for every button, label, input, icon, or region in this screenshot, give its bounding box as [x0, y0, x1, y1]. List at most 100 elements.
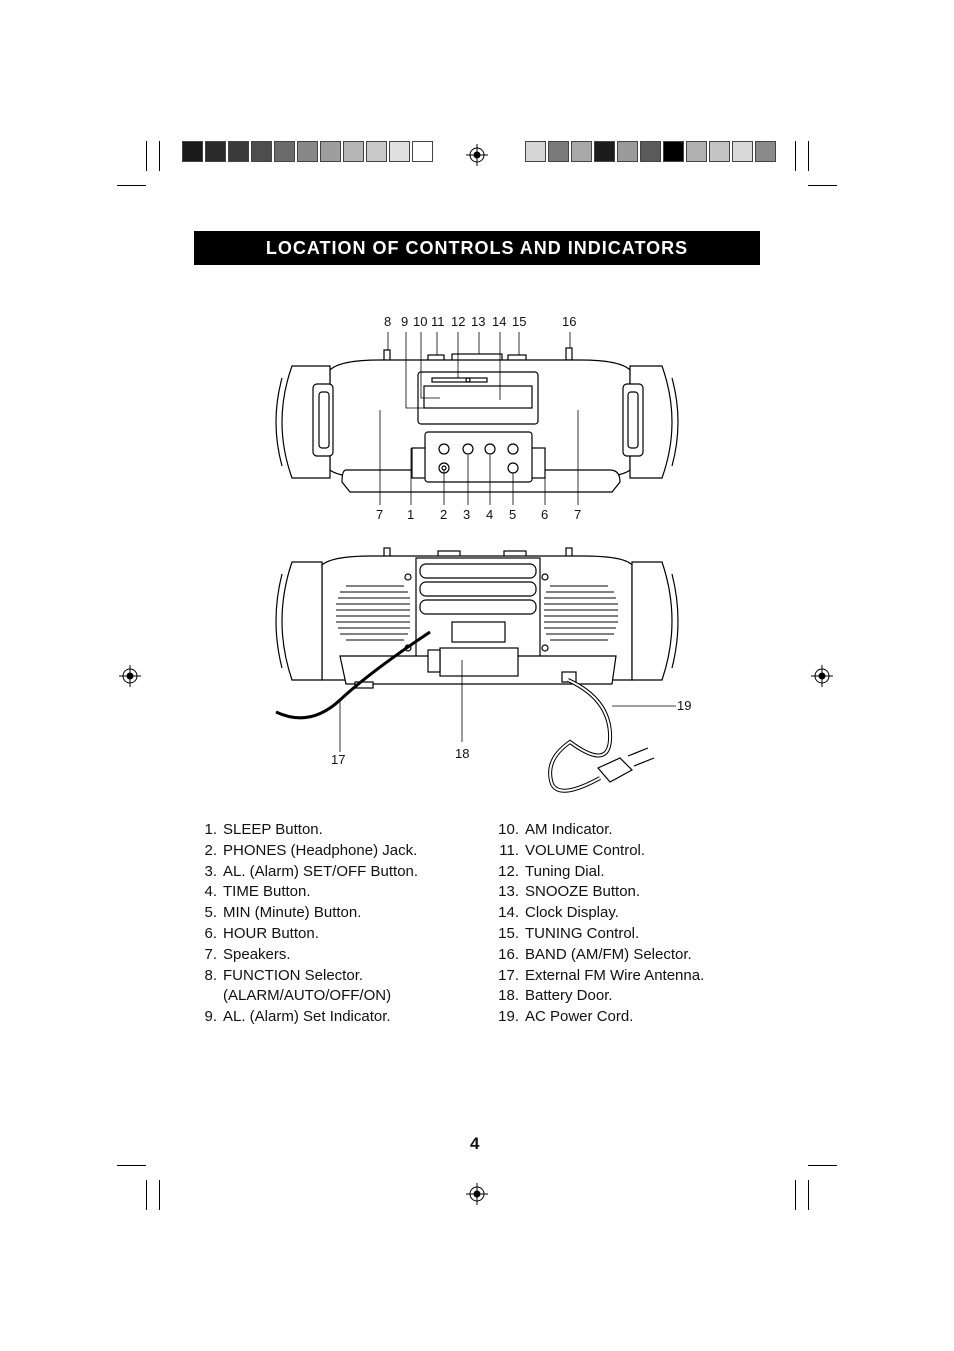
list-item: 14. Clock Display. — [496, 903, 704, 924]
list-item-text: PHONES (Headphone) Jack. — [223, 841, 418, 859]
list-item: 5.MIN (Minute) Button. — [200, 903, 418, 924]
list-item: 3. AL. (Alarm) SET/OFF Button. — [200, 862, 418, 883]
list-item-text: AM Indicator. — [525, 821, 613, 838]
list-item: 11. VOLUME Control. — [496, 841, 704, 862]
callout-label: 3 — [463, 507, 471, 522]
list-item-number: 8. — [204, 966, 217, 984]
list-item: 6. HOUR Button. — [200, 924, 418, 945]
list-item-text: VOLUME Control. — [525, 841, 646, 859]
callout-label: 11 — [431, 314, 445, 329]
list-item-number: 4. — [204, 883, 217, 901]
color-swatch — [640, 141, 661, 162]
color-swatch — [617, 141, 638, 162]
list-item-number: 2. — [204, 841, 217, 859]
callout-label: 15 — [512, 314, 527, 329]
list-item: 10. AM Indicator. — [496, 820, 704, 841]
color-swatch — [755, 141, 776, 162]
callout-label: 18 — [455, 746, 470, 761]
list-item-number: 6. — [204, 924, 217, 942]
color-swatch — [297, 141, 318, 162]
list-item-number: 12. — [498, 862, 519, 880]
callout-label: 10 — [413, 314, 428, 329]
antenna-wire — [275, 630, 431, 720]
list-item: 17.External FM Wire Antenna. — [496, 966, 704, 987]
section-title: LOCATION OF CONTROLS AND INDICATORS — [194, 231, 760, 265]
list-item: 13.SNOOZE Button. — [496, 882, 704, 903]
list-item-number: 1. — [204, 821, 217, 838]
callout-label: 9 — [401, 314, 409, 329]
list-item-number: 19. — [498, 1008, 519, 1026]
color-swatch — [366, 141, 387, 162]
color-swatch — [182, 141, 203, 162]
color-swatch — [525, 141, 546, 162]
callout-label: 14 — [492, 314, 507, 329]
list-item-number: 3. — [204, 862, 217, 880]
color-swatch — [389, 141, 410, 162]
list-item: 16.BAND (AM/FM) Selector. — [496, 945, 704, 966]
list-item-text: TUNING Control. — [525, 924, 640, 942]
list-item-text: AL. (Alarm) SET/OFF Button. — [223, 862, 419, 880]
registration-mark-bottom — [466, 1183, 488, 1205]
list-item: 4.TIME Button. — [200, 882, 418, 903]
color-swatch — [571, 141, 592, 162]
color-swatch — [251, 141, 272, 162]
color-swatch — [228, 141, 249, 162]
list-item-text: HOUR Button. — [223, 924, 319, 942]
color-swatch — [709, 141, 730, 162]
callout-label: 17 — [331, 752, 346, 767]
callout-label: 1 — [407, 507, 415, 522]
list-item-number: 7. — [204, 945, 217, 963]
list-item-number: 10. — [498, 821, 519, 838]
color-swatch — [205, 141, 226, 162]
swatch-bar-right — [525, 141, 778, 162]
list-item-text: FUNCTION Selector. — [223, 966, 364, 984]
callout-label: 2 — [440, 507, 448, 522]
list-item-number: 14. — [498, 904, 519, 922]
speaker-grille-left — [336, 585, 410, 641]
list-item-number: 18. — [498, 987, 519, 1005]
list-item-text: AC Power Cord. — [525, 1008, 634, 1026]
registration-mark-top — [466, 144, 488, 166]
list-item: 18. Battery Door. — [496, 986, 704, 1007]
list-item-text: Battery Door. — [525, 987, 613, 1005]
list-item: 7. Speakers. — [200, 945, 418, 966]
list-item: 2. PHONES (Headphone) Jack. — [200, 841, 418, 862]
callout-label: 5 — [509, 507, 517, 522]
registration-mark-right — [811, 665, 833, 687]
list-item-number: 17. — [498, 966, 519, 984]
callout-label: 8 — [384, 314, 392, 329]
list-item-number: 11. — [499, 841, 519, 859]
list-item-text: BAND (AM/FM) Selector. — [525, 945, 692, 963]
list-item: 8. FUNCTION Selector. — [200, 966, 418, 987]
color-swatch — [274, 141, 295, 162]
list-item: 15.TUNING Control. — [496, 924, 704, 945]
list-item: 19. AC Power Cord. — [496, 1007, 704, 1028]
list-item-number: 13. — [498, 883, 519, 901]
power-cord — [548, 678, 613, 793]
callout-label: 12 — [451, 314, 466, 329]
list-item-number: 5. — [204, 904, 217, 922]
color-swatch — [663, 141, 684, 162]
list-item-text: Tuning Dial. — [525, 862, 605, 880]
list-item: 9. AL. (Alarm) Set Indicator. — [200, 1007, 418, 1028]
callout-label: 7 — [574, 507, 582, 522]
list-item-number: 9. — [204, 1008, 217, 1026]
list-item-text: AL. (Alarm) Set Indicator. — [223, 1008, 391, 1026]
list-item-text: Speakers. — [223, 945, 291, 963]
controls-list-left: 1.SLEEP Button.2.PHONES (Headphone) Jack… — [200, 820, 418, 1028]
color-swatch — [732, 141, 753, 162]
list-item: (ALARM/AUTO/OFF/ON) — [200, 986, 418, 1007]
registration-mark-left — [119, 665, 141, 687]
controls-list-right: 10. AM Indicator. 11. VOLUME Control. 12. Tun… — [496, 820, 704, 1028]
color-swatch — [548, 141, 569, 162]
list-item-number — [200, 986, 217, 1007]
callout-label: 7 — [376, 507, 384, 522]
list-item-text: Clock Display. — [525, 904, 619, 922]
callout-label: 19 — [677, 698, 692, 713]
page-number: 4 — [470, 1134, 480, 1153]
color-swatch — [686, 141, 707, 162]
speaker-grille-right — [544, 585, 618, 641]
